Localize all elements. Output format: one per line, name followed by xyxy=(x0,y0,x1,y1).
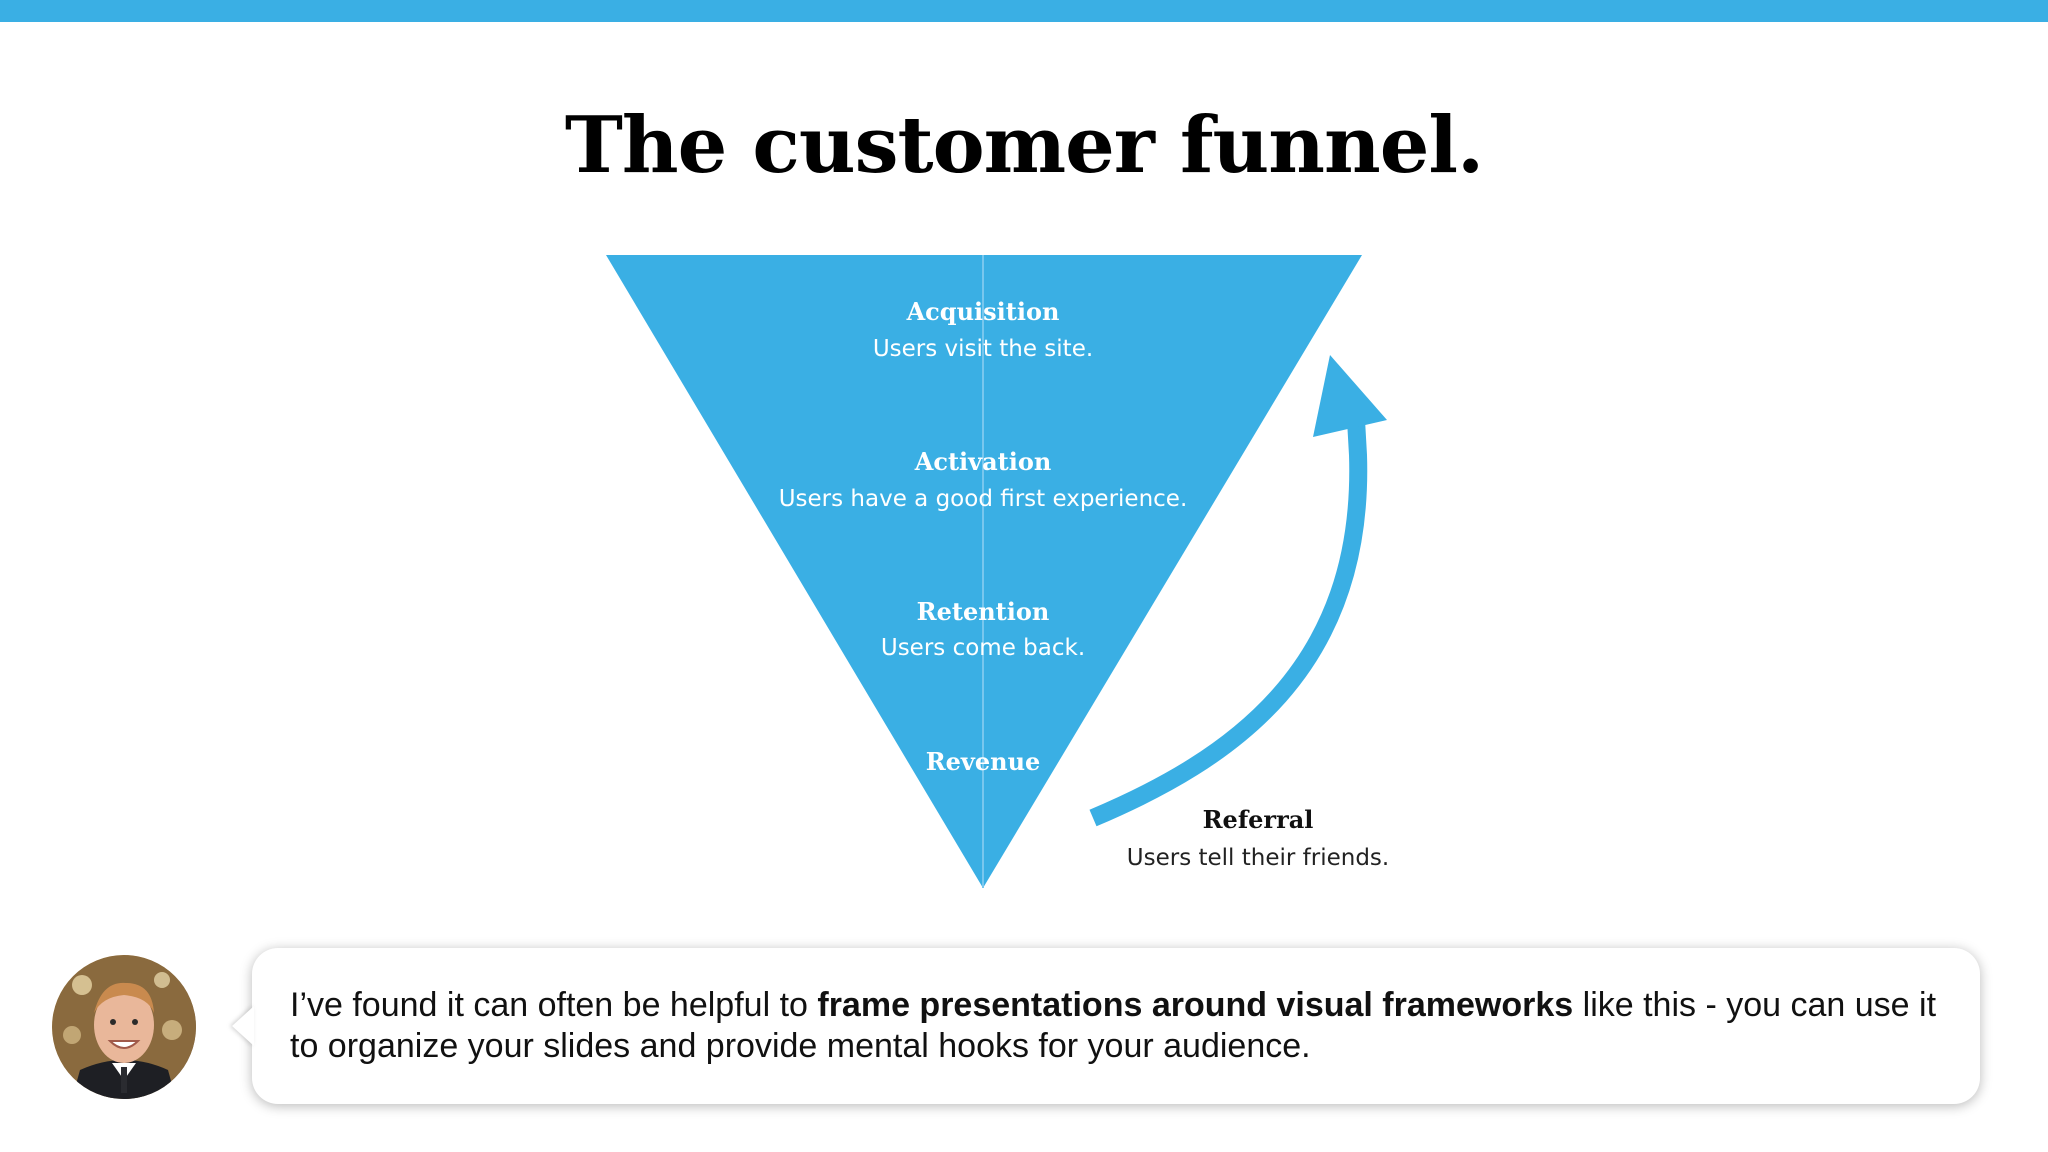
stage-revenue-label: Revenue xyxy=(925,747,1041,776)
slide-title: The customer funnel. xyxy=(564,100,1484,191)
referral-arrow-head xyxy=(1313,355,1387,437)
top-accent-bar xyxy=(0,0,2048,22)
stage-retention-description: Users come back. xyxy=(880,635,1086,661)
speech-text-intro: I’ve found it can often be helpful to xyxy=(290,986,818,1024)
presenter-photo-icon xyxy=(52,955,196,1099)
referral-description: Users tell their friends. xyxy=(1126,845,1390,871)
referral-arrow-curve xyxy=(1089,419,1368,827)
stage-acquisition-label: Acquisition xyxy=(906,297,1060,326)
presenter-avatar xyxy=(52,955,196,1099)
speech-text-outro: like this - you can use it to organize y… xyxy=(290,986,1937,1065)
stage-retention-label: Retention xyxy=(916,597,1050,626)
speech-bubble-tail xyxy=(232,1006,254,1046)
stage-activation-description: Users have a good first experience. xyxy=(778,486,1188,512)
referral-label: Referral xyxy=(1202,805,1314,834)
speech-bubble-text: I’ve found it can often be helpful to fr… xyxy=(290,985,1950,1067)
stage-acquisition-description: Users visit the site. xyxy=(872,336,1094,362)
speech-text-emphasis: frame presentations around visual framew… xyxy=(817,986,1574,1024)
stage-activation-label: Activation xyxy=(914,447,1052,476)
speech-bubble xyxy=(252,948,1980,1104)
